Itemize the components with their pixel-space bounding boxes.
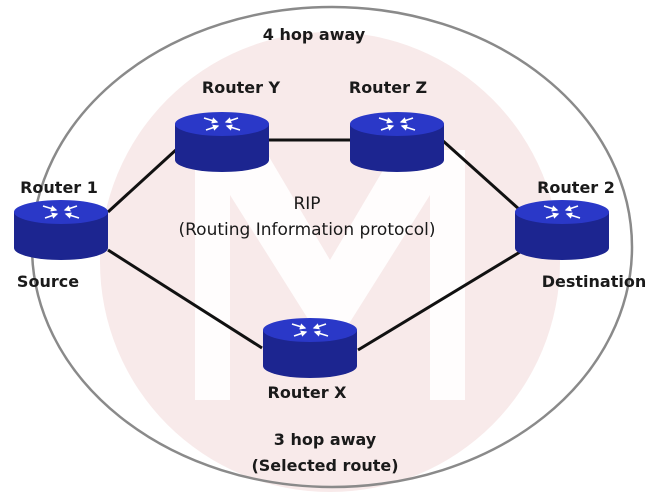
- rip-label: RIP: [293, 194, 321, 214]
- source-label: Source: [16, 272, 80, 291]
- router-icon-x: [263, 318, 357, 378]
- selected-route-label: (Selected route): [251, 456, 399, 475]
- router-2-label: Router 2: [537, 178, 615, 197]
- router-z-label: Router Z: [348, 78, 428, 97]
- router-x-label: Router X: [267, 383, 347, 402]
- destination-label: Destination: [541, 272, 647, 291]
- router-icon-y: [175, 112, 269, 172]
- link-z-r2: [440, 138, 522, 212]
- router-y-label: Router Y: [201, 78, 281, 97]
- link-r1-y: [106, 146, 180, 214]
- link-r1-x: [107, 248, 263, 350]
- network-links: [106, 138, 522, 352]
- top-hop-label: 4 hop away: [262, 25, 366, 44]
- router-icon-z: [350, 112, 444, 172]
- rip-full-label: (Routing Information protocol): [178, 220, 436, 240]
- router-icon-r1: [14, 200, 108, 260]
- bottom-hop-label: 3 hop away: [273, 430, 377, 449]
- watermark-logo: [100, 32, 560, 492]
- link-x-r2: [357, 250, 521, 352]
- router-icon-r2: [515, 200, 609, 260]
- router-1-label: Router 1: [20, 178, 98, 197]
